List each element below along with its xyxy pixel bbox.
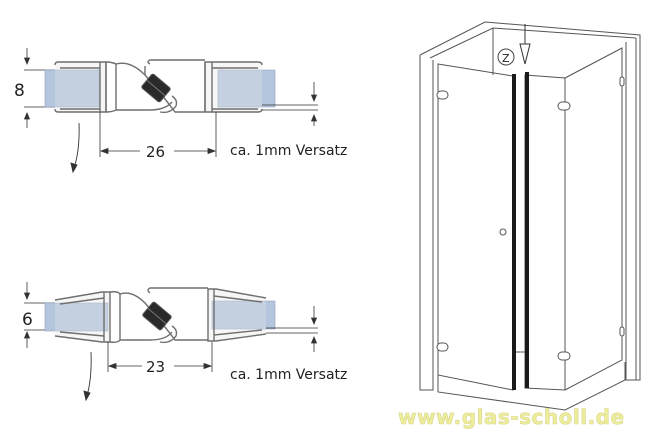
- magnet-strip-bottom: [142, 301, 172, 331]
- thickness-label-8: 8: [14, 81, 25, 101]
- offset-note-top: ca. 1mm Versatz: [230, 143, 347, 159]
- swing-direction-arrow-bottom: [83, 351, 92, 402]
- shower-tray: [437, 362, 626, 411]
- magnet-chamber: [119, 287, 208, 344]
- hinge-icon: [557, 351, 571, 361]
- hinges: [436, 76, 625, 361]
- hinge-icon: [436, 342, 449, 352]
- seal-profile-left: [54, 61, 117, 113]
- hinge-icon: [436, 90, 449, 100]
- width-label-23: 23: [146, 358, 165, 376]
- magnet-strip-top: [141, 73, 171, 103]
- seal-profile-left: [54, 291, 121, 343]
- thickness-dimension-8: [23, 48, 55, 128]
- hinge-icon: [619, 76, 625, 87]
- glass-pane-right: [217, 69, 276, 108]
- glass-pane-right: [211, 300, 276, 330]
- glass-pane-left: [44, 302, 109, 332]
- watermark-url: www.glas-scholl.de: [398, 405, 625, 429]
- seal-profile-right: [207, 288, 267, 342]
- door-panel-left: [437, 63, 514, 391]
- offset-note-bottom: ca. 1mm Versatz: [230, 367, 347, 383]
- magnet-chamber: [115, 59, 205, 114]
- profile-6mm-group: 6: [22, 282, 347, 402]
- shower-enclosure: [419, 21, 641, 411]
- z-marker-circle: [497, 48, 515, 66]
- offset-dimension-top: [262, 82, 318, 126]
- z-marker-label: Z: [502, 52, 510, 65]
- closing-direction-arrow: [519, 24, 531, 65]
- swing-direction-arrow-top: [70, 122, 80, 174]
- hinge-icon: [619, 326, 625, 337]
- door-panel-right: [564, 47, 623, 391]
- door-panel-center: [524, 74, 566, 391]
- width-label-26: 26: [146, 143, 165, 161]
- glass-pane-left: [44, 69, 100, 108]
- door-knob-icon: [499, 228, 507, 236]
- hinge-icon: [557, 101, 571, 111]
- magnetic-seal-right: [525, 72, 529, 388]
- profile-8mm-group: 8: [14, 48, 347, 174]
- width-dimension-23: [107, 342, 213, 372]
- thickness-label-6: 6: [22, 310, 33, 330]
- magnetic-seal-left: [512, 74, 516, 390]
- offset-dimension-bottom: [266, 306, 318, 352]
- width-dimension-26: [99, 112, 217, 157]
- seal-profile-right: [204, 61, 263, 113]
